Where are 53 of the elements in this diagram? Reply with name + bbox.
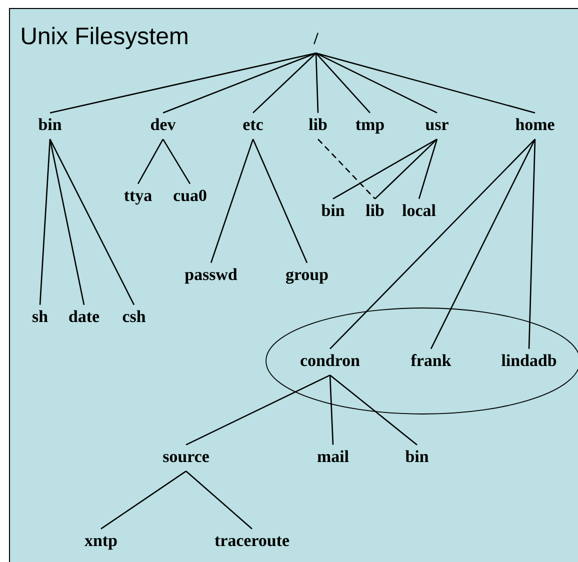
- folder-label: bin: [38, 118, 62, 130]
- root-label: /: [313, 32, 319, 44]
- tree-line: [186, 374, 330, 446]
- tree-line: [330, 138, 536, 350]
- tree-line: [329, 375, 334, 445]
- folder-label: ttya: [124, 191, 152, 205]
- tree-line: [162, 52, 316, 114]
- tree-line: [418, 138, 438, 200]
- tree-line: [162, 138, 191, 184]
- tree-line: [252, 138, 308, 264]
- diagram-title: Unix Filesystem: [22, 26, 188, 50]
- folder-label: csh: [122, 310, 146, 322]
- tree-line: [100, 470, 186, 530]
- tree-line: [186, 470, 252, 530]
- folder-label: dev: [151, 118, 176, 130]
- tree-line: [49, 138, 135, 306]
- tree-line: [316, 52, 370, 114]
- folder-label: date: [69, 310, 100, 322]
- folder-label: etc: [243, 120, 263, 130]
- folder-label: lindadb: [502, 354, 556, 366]
- tree-line: [316, 52, 536, 114]
- tree-line: [210, 138, 254, 264]
- folder-label: local: [402, 204, 436, 216]
- tree-line: [39, 139, 51, 305]
- tree-line: [374, 138, 438, 200]
- folder-label: cua0: [174, 190, 206, 202]
- tree-line: [315, 53, 319, 113]
- folder-label: sh: [32, 310, 48, 322]
- folder-label: lib: [366, 204, 384, 216]
- folder-label: home: [516, 118, 554, 130]
- tree-line: [318, 138, 376, 200]
- tree-line: [528, 139, 536, 349]
- folder-label: frank: [410, 354, 452, 366]
- folder-label: bin: [321, 204, 345, 216]
- folder-label: source: [163, 454, 209, 462]
- folder-label: tmp: [356, 120, 384, 134]
- tree-line: [316, 52, 438, 114]
- tree-line: [330, 374, 418, 446]
- folder-label: group: [286, 271, 328, 284]
- tree-line: [252, 52, 316, 114]
- tree-line: [50, 52, 316, 114]
- folder-label: lib: [308, 118, 327, 130]
- folder-label: traceroute: [214, 536, 290, 546]
- folder-label: xntp: [84, 536, 117, 550]
- tree-line: [430, 138, 536, 350]
- folder-label: mail: [317, 450, 349, 462]
- folder-label: passwd: [184, 268, 238, 284]
- tree-line: [137, 138, 164, 184]
- tree-line: [49, 139, 85, 305]
- tree-line: [332, 138, 438, 200]
- folder-label: bin: [405, 450, 429, 462]
- folder-label: usr: [426, 122, 448, 130]
- folder-label: condron: [300, 354, 360, 366]
